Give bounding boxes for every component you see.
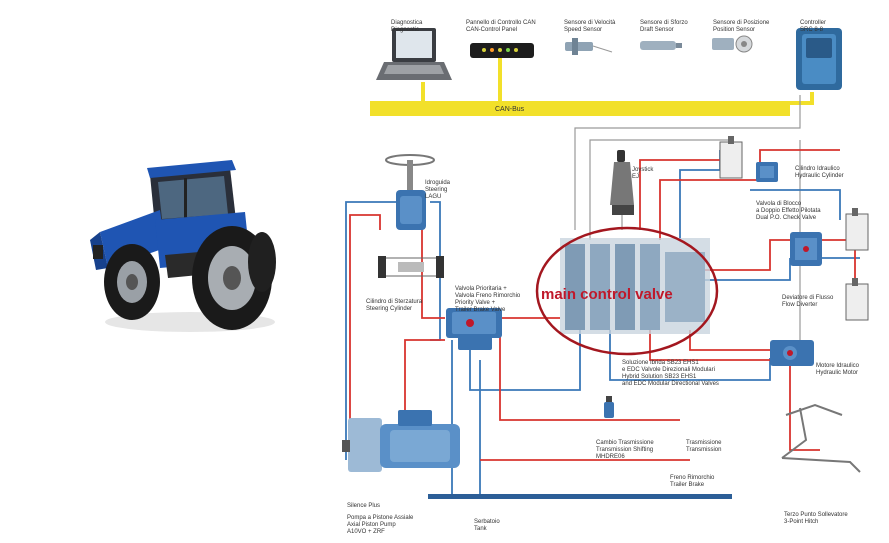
draft-sensor-icon (640, 41, 682, 50)
steering-cylinder-icon (378, 256, 444, 278)
main-control-valve-highlight (535, 226, 719, 356)
priority-valve-icon (446, 308, 502, 350)
silence-plus-label: Silence Plus (347, 503, 381, 509)
main-control-valve-annotation: main control valve (541, 286, 673, 303)
hydraulic-motor-icon (770, 340, 814, 366)
laptop-icon (376, 28, 452, 80)
steering-unit-icon (396, 190, 426, 230)
can-panel-icon (470, 43, 534, 58)
hydraulic-cylinder-icon (719, 136, 869, 321)
flow-diverter-icon (790, 232, 822, 266)
pressure-lines (349, 149, 856, 461)
controller-icon (796, 28, 842, 90)
priority-valve-label: Valvola Prioritaria +Valvola Freno Rimor… (455, 286, 521, 313)
joystick-icon (610, 150, 634, 215)
can-bus-lines (370, 58, 814, 116)
transmission-valve-icon (604, 396, 614, 418)
tank-line (428, 494, 732, 499)
speed-sensor-icon (565, 38, 613, 55)
main-valve-block-icon (560, 238, 710, 334)
position-sensor-icon (712, 35, 753, 53)
tractor-image (90, 160, 276, 332)
check-valve-icon (756, 162, 778, 182)
three-point-hitch-icon (781, 403, 861, 473)
can-bus-label: CAN-Bus (495, 106, 525, 113)
axial-piston-pump-icon (342, 410, 460, 472)
steering-wheel-icon (385, 154, 435, 192)
